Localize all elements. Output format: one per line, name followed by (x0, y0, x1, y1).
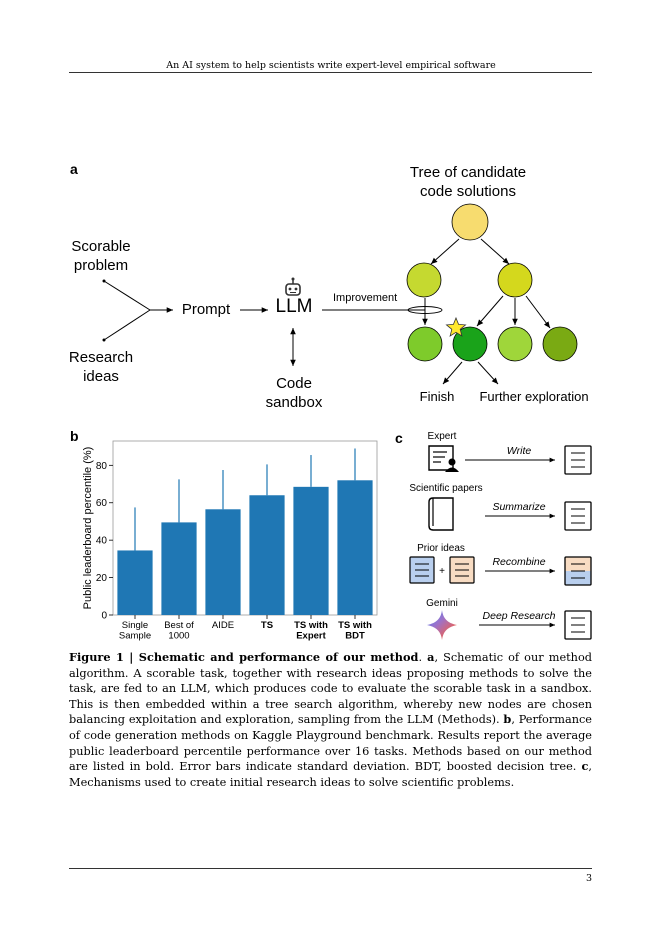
plot-frame (112, 440, 378, 616)
plus-icon: + (439, 566, 445, 577)
caption-c-text: , Mechanisms used to create initial rese… (69, 760, 592, 789)
figure-caption: Figure 1 | Schematic and performance of … (69, 650, 592, 790)
action-deep-research: Deep Research (483, 610, 556, 622)
gemini-star-icon (427, 610, 457, 640)
panel-c-letter: c (395, 430, 403, 446)
action-summarize: Summarize (492, 501, 545, 513)
x-tick-label: Best of (164, 620, 194, 631)
x-tick-label: 1000 (168, 631, 189, 642)
caption-b-letter: b (503, 712, 512, 727)
action-write: Write (507, 445, 532, 457)
source-label-papers: Scientific papers (409, 483, 482, 494)
expert-document-icon (428, 445, 459, 472)
x-tick-label: Sample (119, 631, 151, 642)
caption-fig-label: Figure 1 | Schematic and performance of … (69, 650, 419, 664)
caption-c-letter: c (581, 759, 589, 774)
header-rule (69, 72, 592, 73)
caption-sep: . (418, 651, 428, 664)
x-tick-label: Expert (296, 631, 326, 642)
page-number: 3 (585, 873, 592, 884)
output-document-icon (564, 610, 592, 640)
research-line2: ideas (83, 368, 119, 385)
tree-leaf-node (407, 326, 443, 362)
code-line2: sandbox (265, 394, 323, 411)
star-icon (445, 316, 467, 337)
tree-edge (476, 295, 504, 327)
action-recombine: Recombine (492, 556, 545, 568)
bar (249, 495, 285, 615)
tree-leaf-node (542, 326, 578, 362)
tree-leaf-node (497, 326, 533, 362)
bar (293, 486, 329, 615)
bar (337, 480, 373, 615)
scorable-dot (102, 279, 106, 283)
x-tick-label: Single (122, 620, 148, 631)
output-document-icon (564, 501, 592, 531)
output-recombined-document-icon (564, 556, 592, 586)
research-ideas-label: Research ideas (56, 348, 146, 386)
scorable-problem-label: Scorable problem (56, 237, 146, 275)
improvement-label: Improvement (333, 292, 398, 304)
research-to-merge-line (103, 309, 151, 341)
y-tick-label: 20 (96, 573, 108, 584)
source-label-prior: Prior ideas (417, 543, 465, 554)
llm-label: LLM (275, 296, 313, 317)
x-tick-label: TS with (338, 620, 372, 631)
footer-rule (69, 868, 592, 869)
tree-title: Tree of candidate code solutions (378, 163, 558, 201)
scorable-line2: problem (73, 257, 129, 274)
y-axis-label: Public leaderboard percentile (%) (82, 447, 94, 610)
panel-a-letter: a (70, 161, 78, 177)
finish-label: Finish (419, 389, 455, 404)
bar (205, 509, 241, 615)
research-dot (102, 338, 106, 342)
bar (161, 522, 197, 615)
running-header: An AI system to help scientists write ex… (166, 60, 496, 71)
book-icon (428, 497, 454, 531)
output-document-icon (564, 445, 592, 475)
tree-title-line1: Tree of candidate (409, 164, 527, 181)
x-tick-label: TS (261, 620, 273, 631)
y-tick-label: 0 (101, 611, 107, 622)
scorable-to-merge-line (103, 280, 151, 311)
tree-root-node (451, 203, 489, 241)
x-tick-label: BDT (345, 631, 365, 642)
caption-a-text: , Schematic of our method algorithm. A s… (69, 651, 592, 727)
tree-title-line2: code solutions (420, 183, 516, 200)
caption-b-text: , Performance of code generation methods… (69, 713, 592, 774)
scorable-line1: Scorable (71, 238, 131, 255)
code-sandbox-label: Code sandbox (254, 374, 334, 412)
y-tick-label: 40 (96, 536, 108, 547)
source-label-gemini: Gemini (426, 598, 458, 609)
panel-a-diagram (102, 203, 578, 385)
further-exploration-label: Further exploration (479, 389, 589, 404)
tree-level1-left-node (406, 262, 442, 298)
y-tick-label: 80 (96, 461, 108, 472)
prior-idea-blue-icon (409, 556, 435, 584)
panel-c-diagram: Expert Scientific papers Prior ideas Gem… (409, 431, 592, 640)
tree-edge (525, 295, 551, 329)
robot-icon (285, 277, 301, 296)
tree-edge (430, 238, 460, 265)
prior-idea-orange-icon (449, 556, 475, 584)
x-tick-label: AIDE (212, 620, 234, 631)
prompt-label: Prompt (181, 301, 231, 318)
bar (117, 550, 153, 615)
bar-chart: Public leaderboard percentile (%) 0 20 40 6… (82, 440, 378, 642)
research-line1: Research (68, 349, 134, 366)
x-tick-label: TS with (294, 620, 328, 631)
caption-a-letter: a (427, 650, 435, 664)
tree-edge (480, 238, 510, 265)
tree-level1-right-node (497, 262, 533, 298)
source-label-expert: Expert (428, 431, 457, 442)
panel-b-letter: b (70, 428, 79, 444)
code-line1: Code (276, 375, 312, 392)
y-tick-label: 60 (96, 498, 108, 509)
further-edge (477, 361, 499, 385)
finish-edge (442, 361, 463, 385)
